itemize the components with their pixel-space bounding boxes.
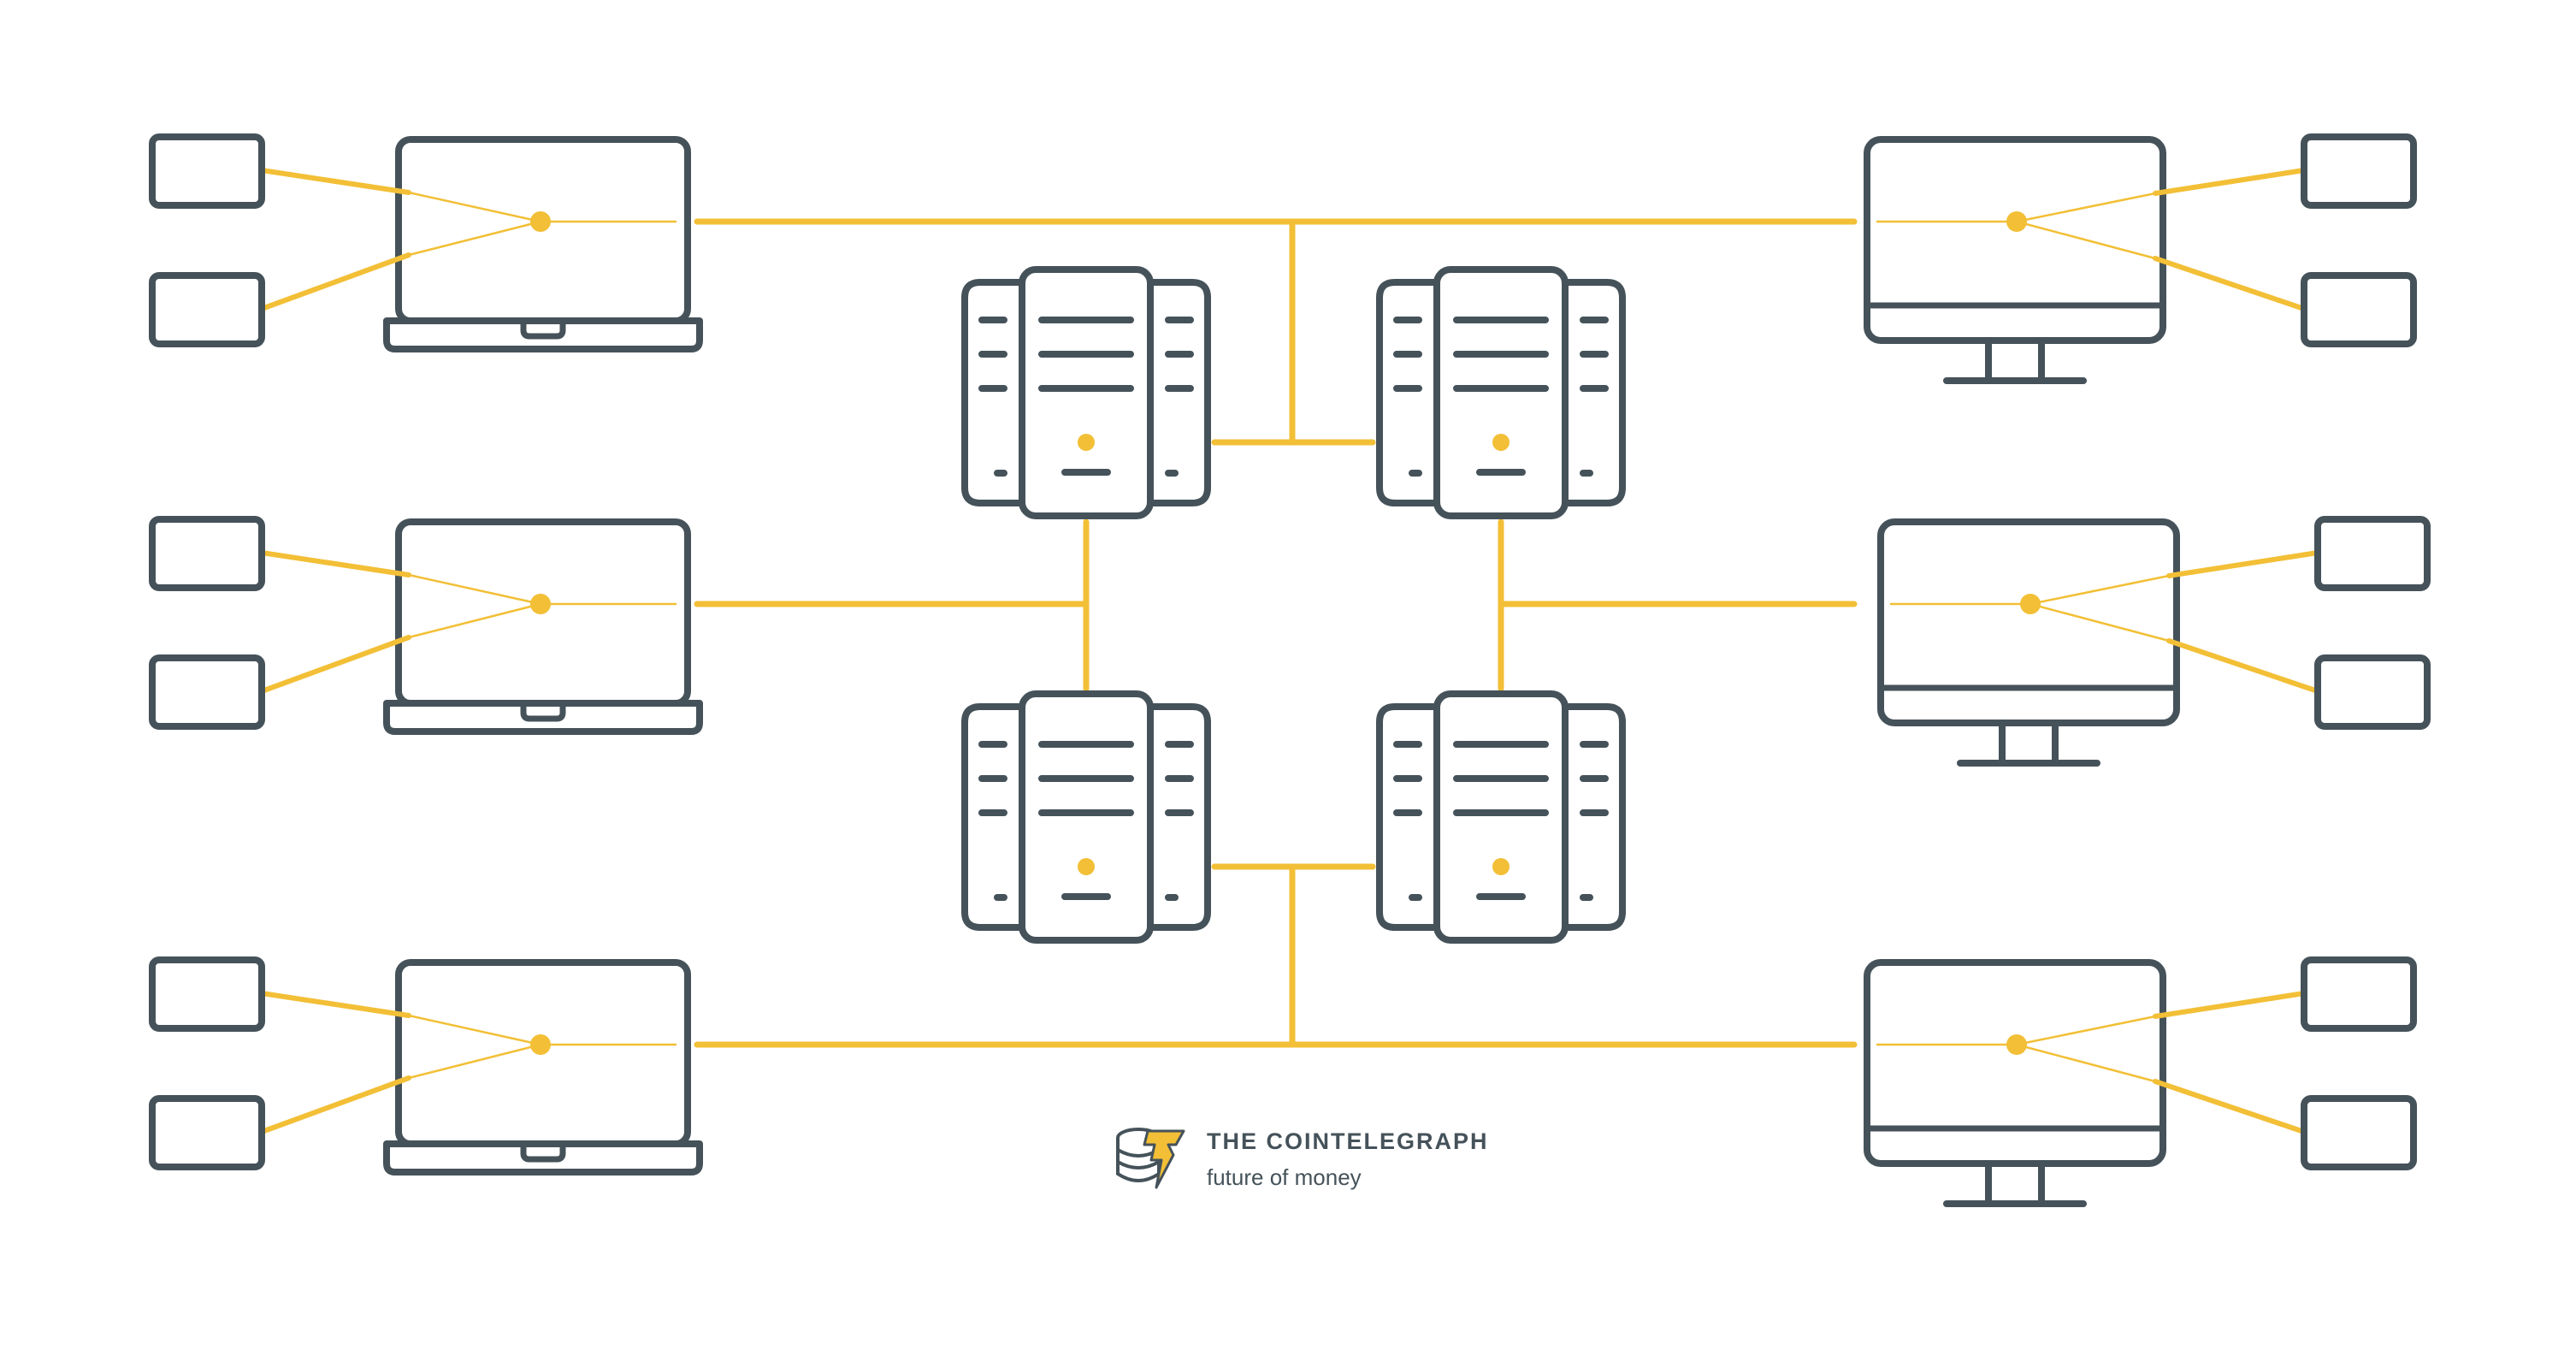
server-bottom-left bbox=[965, 694, 1208, 940]
connection-lines bbox=[694, 218, 1858, 1048]
server-top-right bbox=[1380, 269, 1622, 516]
brand-tagline: future of money bbox=[1207, 1164, 1362, 1190]
monitor-top-right bbox=[1867, 137, 2414, 381]
server-top-left bbox=[965, 269, 1208, 516]
cointelegraph-logo: THE COINTELEGRAPH future of money bbox=[1116, 1128, 1489, 1190]
laptop-bottom-left bbox=[152, 960, 700, 1172]
server-bottom-right bbox=[1380, 694, 1622, 940]
coin-stack-icon bbox=[1116, 1128, 1185, 1189]
monitor-middle-right bbox=[1881, 519, 2427, 763]
brand-name: THE COINTELEGRAPH bbox=[1207, 1128, 1489, 1154]
laptop-middle-left bbox=[152, 519, 700, 731]
monitor-bottom-right bbox=[1867, 960, 2414, 1204]
laptop-top-left bbox=[152, 137, 700, 349]
